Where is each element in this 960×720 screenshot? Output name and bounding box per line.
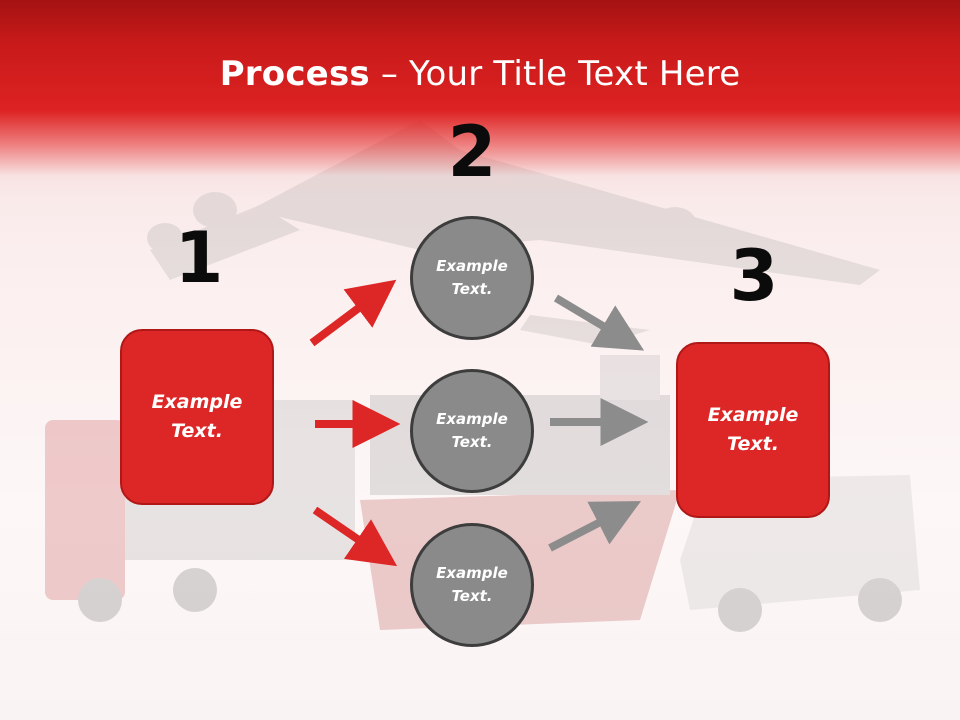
step-circle-middle: Example Text.	[410, 369, 534, 493]
arrow-gray-up	[548, 501, 642, 552]
arrow-red-up	[309, 279, 397, 347]
title-rest: – Your Title Text Here	[369, 54, 741, 94]
step-box-1-text: Example Text.	[151, 391, 243, 442]
title-bold: Process	[219, 54, 370, 94]
step-box-1: Example Text.	[120, 329, 274, 505]
arrow-red-down	[312, 506, 398, 567]
step-number-2: 2	[447, 111, 497, 193]
step-circle-bottom-text: Example Text.	[436, 564, 508, 605]
step-circle-top: Example Text.	[410, 216, 534, 340]
title-banner	[0, 0, 960, 200]
step-circle-bottom: Example Text.	[410, 523, 534, 647]
step-circle-middle-text: Example Text.	[436, 410, 508, 451]
step-number-3: 3	[729, 235, 779, 317]
arrow-gray-down	[553, 294, 645, 351]
page-title: Process – Your Title Text Here	[0, 52, 960, 96]
step-circle-top-text: Example Text.	[436, 257, 508, 298]
step-box-3: Example Text.	[676, 342, 830, 518]
step-number-1: 1	[174, 217, 224, 299]
step-box-3-text: Example Text.	[707, 404, 799, 455]
